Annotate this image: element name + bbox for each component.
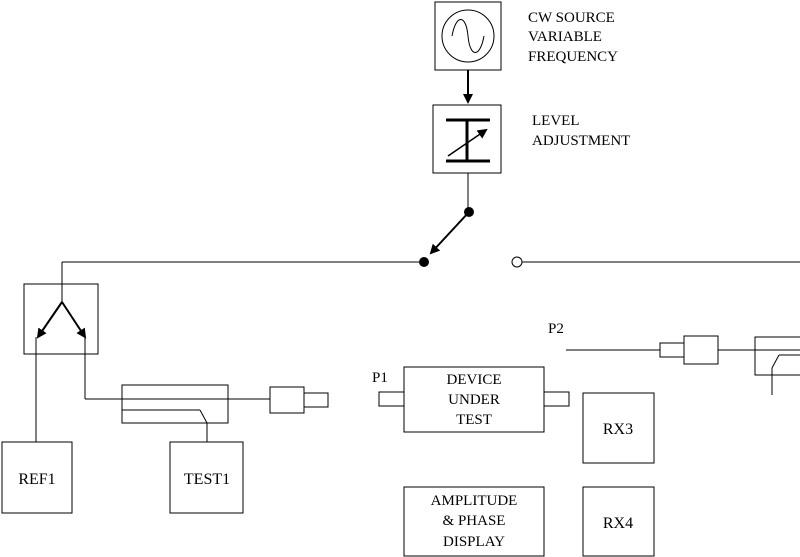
display-box (403, 486, 545, 557)
switch-contact-right (511, 256, 523, 268)
dut-label-1: DEVICE (447, 372, 502, 388)
test1-receiver (169, 441, 244, 514)
switch-arm (429, 211, 470, 255)
port-p1-label: P1 (372, 370, 388, 386)
variable-attenuator-icon (446, 118, 490, 163)
rx3-label: RX3 (603, 421, 633, 438)
dut-label-3: TEST (456, 412, 492, 428)
switch-contact-left (419, 257, 429, 267)
device-under-test-block: DEVICE UNDER TEST (378, 366, 570, 433)
dut-box (403, 366, 545, 433)
level-adjustment-block: LEVEL ADJUSTMENT (432, 104, 630, 174)
cw-source-label-1: CW SOURCE (528, 10, 615, 26)
amplitude-phase-display: AMPLITUDE & PHASE DISPLAY (403, 486, 545, 557)
dut-port-left (378, 391, 405, 407)
cw-source-label-2: VARIABLE (528, 29, 602, 45)
power-splitter (23, 283, 99, 355)
cw-source-label-3: FREQUENCY (528, 49, 618, 65)
ref1-receiver (1, 441, 73, 514)
port-p2-label: P2 (548, 321, 564, 337)
display-label-2: & PHASE (443, 513, 506, 529)
level-label-1: LEVEL (532, 113, 579, 129)
ref1-label: REF1 (18, 471, 55, 488)
directional-coupler-right (754, 336, 800, 395)
dut-label-2: UNDER (448, 392, 500, 408)
coupler-box (121, 384, 229, 424)
cw-source-block: CW SOURCE VARIABLE FREQUENCY (434, 1, 618, 71)
test-port-connector (269, 386, 329, 414)
test1-label: TEST1 (184, 471, 230, 488)
level-label-2: ADJUSTMENT (532, 133, 630, 149)
splitter-box (23, 283, 99, 355)
sine-wave-icon (441, 9, 495, 63)
rx4-receiver (582, 486, 655, 557)
directional-coupler (121, 384, 229, 442)
p2-connector (659, 335, 719, 365)
rx4-label: RX4 (603, 515, 633, 532)
display-label-1: AMPLITUDE (431, 493, 518, 509)
display-label-3: DISPLAY (443, 534, 505, 550)
sine-curve (451, 19, 485, 53)
rx3-receiver (582, 392, 655, 464)
dut-port-right (543, 391, 570, 407)
